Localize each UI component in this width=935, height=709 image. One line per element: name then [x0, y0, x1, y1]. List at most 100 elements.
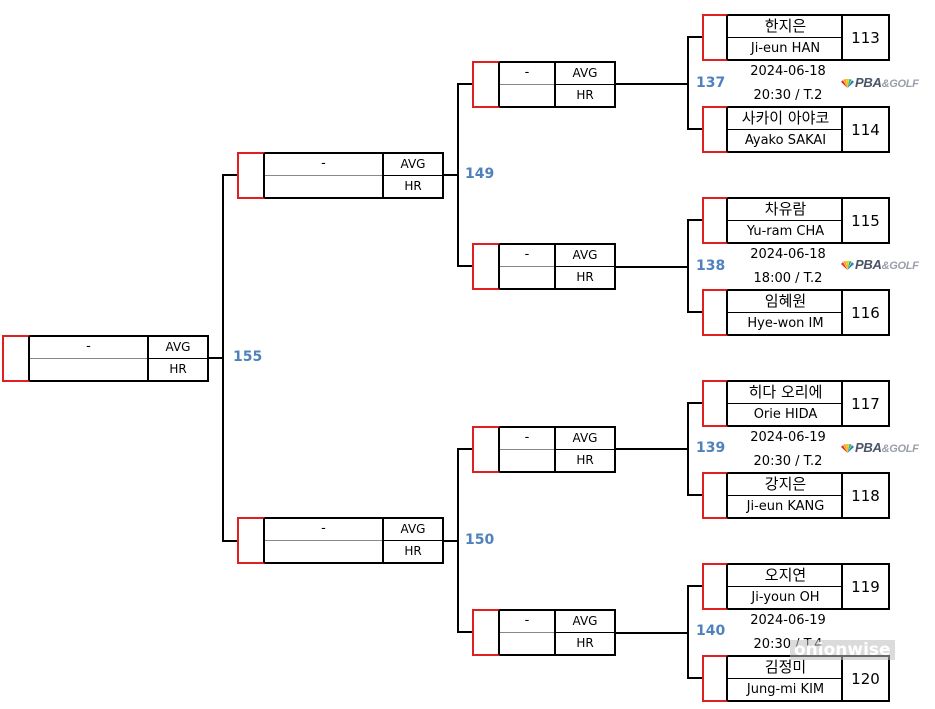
- hr-label: HR: [382, 541, 442, 562]
- logo-main: PBA: [855, 75, 882, 90]
- seed-slot: [237, 517, 265, 564]
- player-english-name: Ji-eun HAN: [750, 41, 821, 56]
- seed-slot: [2, 335, 30, 382]
- result-box-155: - AVG HR: [2, 335, 209, 382]
- winner-name-en: [500, 267, 554, 288]
- result-box-150: - AVG HR: [237, 517, 444, 564]
- seed-slot: [472, 426, 500, 473]
- player-card-120: 김정미 Jung-mi KIM 120: [702, 655, 890, 702]
- player-card-113: 한지은 Ji-eun HAN 113: [702, 14, 890, 61]
- match-schedule-139: 2024-06-19 20:30 / T.2: [733, 426, 843, 474]
- player-number: 118: [841, 474, 888, 517]
- result-box-140: - AVG HR: [472, 609, 616, 656]
- player-number: 113: [841, 16, 888, 59]
- player-korean-name: 김정미: [728, 657, 843, 679]
- broadcaster-logo: PBA&GOLF: [841, 75, 919, 90]
- seed-slot: [702, 197, 728, 244]
- match-number-137: 137: [696, 75, 726, 91]
- peacock-icon: [841, 79, 854, 88]
- winner-name: -: [30, 337, 147, 359]
- match-number-139: 139: [696, 440, 726, 456]
- winner-name-en: [500, 85, 554, 106]
- player-english-name: Yu-ram CHA: [746, 224, 825, 239]
- player-korean-name: 사카이 아야코: [728, 108, 843, 130]
- broadcaster-logo: PBA&GOLF: [841, 440, 919, 455]
- player-english-name: Ayako SAKAI: [744, 133, 827, 148]
- winner-name: -: [500, 245, 554, 267]
- seed-slot: [702, 472, 728, 519]
- match-schedule-138: 2024-06-18 18:00 / T.2: [733, 243, 843, 291]
- watermark: onionwise: [790, 640, 895, 660]
- player-korean-name: 임혜원: [728, 291, 843, 313]
- match-time-table: 20:30 / T.2: [753, 88, 823, 103]
- player-korean-name: 오지연: [728, 565, 843, 587]
- winner-name: -: [500, 428, 554, 450]
- winner-name: -: [500, 611, 554, 633]
- logo-amp: &: [881, 443, 890, 455]
- match-number-155: 155: [233, 349, 263, 365]
- result-box-149: - AVG HR: [237, 152, 444, 199]
- player-korean-name: 차유람: [728, 199, 843, 221]
- player-korean-name: 강지은: [728, 474, 843, 496]
- winner-name-en: [30, 359, 147, 380]
- player-number: 114: [841, 108, 888, 151]
- result-box-138: - AVG HR: [472, 243, 616, 290]
- match-time-table: 20:30 / T.2: [753, 454, 823, 469]
- player-number: 116: [841, 291, 888, 334]
- avg-label: AVG: [554, 611, 614, 633]
- avg-label: AVG: [554, 428, 614, 450]
- match-schedule-137: 2024-06-18 20:30 / T.2: [733, 60, 843, 108]
- winner-name: -: [265, 519, 382, 541]
- seed-slot: [702, 380, 728, 427]
- match-number-149: 149: [465, 166, 495, 182]
- player-english-name: Ji-youn OH: [751, 590, 820, 605]
- match-number-150: 150: [465, 532, 495, 548]
- player-card-114: 사카이 아야코 Ayako SAKAI 114: [702, 106, 890, 153]
- player-korean-name: 한지은: [728, 16, 843, 38]
- peacock-icon: [841, 261, 854, 270]
- match-date: 2024-06-19: [750, 613, 826, 628]
- player-number: 117: [841, 382, 888, 425]
- player-number: 119: [841, 565, 888, 608]
- player-english-name: Jung-mi KIM: [746, 682, 825, 697]
- seed-slot: [702, 14, 728, 61]
- player-english-name: Hye-won IM: [747, 316, 824, 331]
- seed-slot: [702, 289, 728, 336]
- seed-slot: [472, 61, 500, 108]
- winner-name: -: [265, 154, 382, 176]
- avg-label: AVG: [554, 63, 614, 85]
- seed-slot: [472, 243, 500, 290]
- hr-label: HR: [554, 633, 614, 654]
- avg-label: AVG: [382, 519, 442, 541]
- player-korean-name: 히다 오리에: [728, 382, 843, 404]
- player-card-115: 차유람 Yu-ram CHA 115: [702, 197, 890, 244]
- player-number: 115: [841, 199, 888, 242]
- hr-label: HR: [554, 267, 614, 288]
- hr-label: HR: [554, 85, 614, 106]
- player-card-117: 히다 오리에 Orie HIDA 117: [702, 380, 890, 427]
- hr-label: HR: [382, 176, 442, 197]
- hr-label: HR: [554, 450, 614, 471]
- logo-main: PBA: [855, 440, 882, 455]
- winner-name: -: [500, 63, 554, 85]
- result-box-137: - AVG HR: [472, 61, 616, 108]
- avg-label: AVG: [147, 337, 207, 359]
- seed-slot: [237, 152, 265, 199]
- logo-amp: &: [881, 260, 890, 272]
- logo-amp: &: [881, 78, 890, 90]
- broadcaster-logo: PBA&GOLF: [841, 257, 919, 272]
- player-card-119: 오지연 Ji-youn OH 119: [702, 563, 890, 610]
- player-card-118: 강지은 Ji-eun KANG 118: [702, 472, 890, 519]
- result-box-139: - AVG HR: [472, 426, 616, 473]
- match-number-140: 140: [696, 623, 726, 639]
- seed-slot: [702, 655, 728, 702]
- logo-suffix: GOLF: [889, 443, 919, 455]
- match-date: 2024-06-18: [750, 247, 826, 262]
- winner-name-en: [500, 633, 554, 654]
- peacock-icon: [841, 444, 854, 453]
- player-english-name: Ji-eun KANG: [746, 499, 825, 514]
- player-number: 120: [841, 657, 888, 700]
- logo-suffix: GOLF: [889, 78, 919, 90]
- match-time-table: 18:00 / T.2: [753, 271, 823, 286]
